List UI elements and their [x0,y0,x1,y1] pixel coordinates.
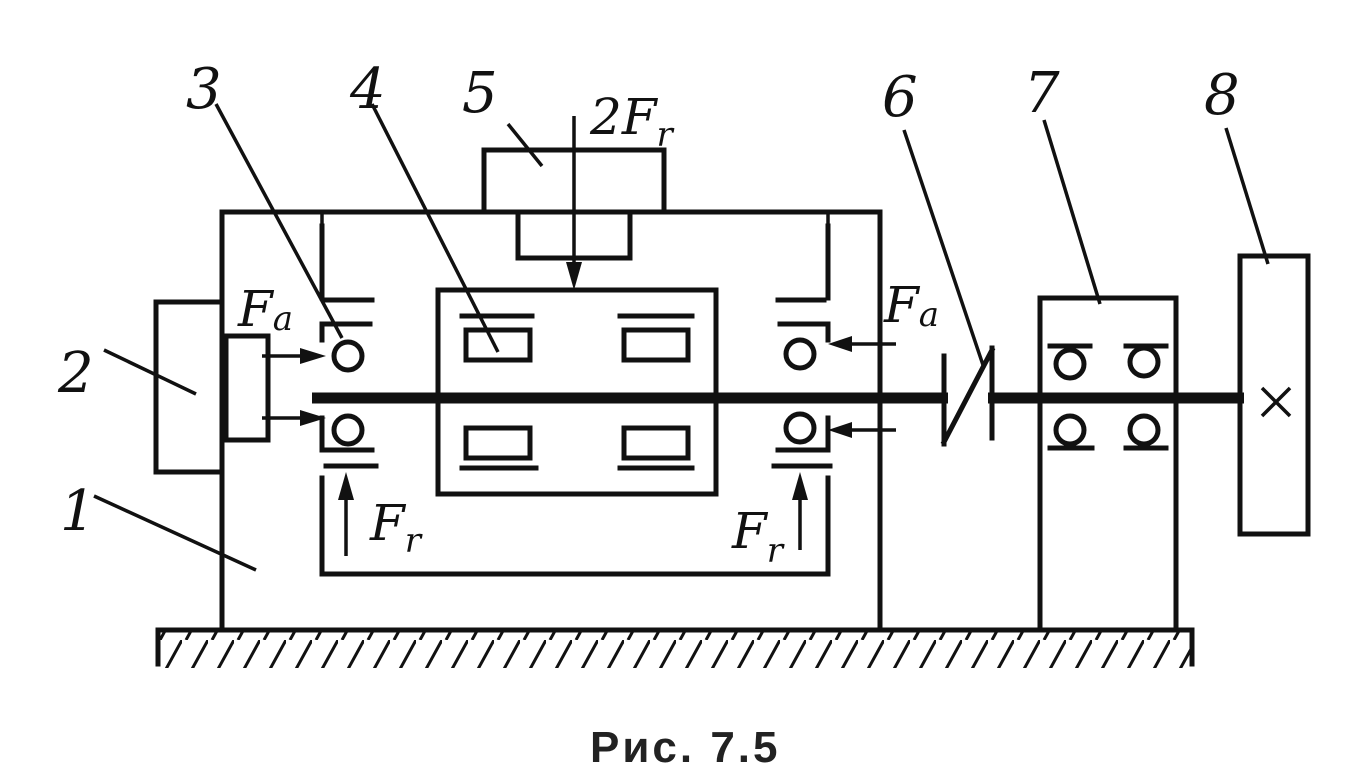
force-label-2fr: 2Fr [589,88,675,155]
figure-caption: Рис. 7.5 [590,723,780,772]
label-test-sleeve: 4 [349,57,386,122]
force-arrows [262,116,896,556]
label-loading-device: 5 [462,61,498,126]
force-labels: 2Fr Fa Fa Fr Fr [237,88,939,571]
test-sleeve [435,287,719,497]
label-housing: 1 [60,479,96,544]
label-bearing-unit: 7 [1024,61,1060,126]
label-support-bearing: 3 [186,57,222,122]
foundation [155,627,1195,668]
coupling [940,345,996,447]
force-label-fr-left: Fr [369,494,423,561]
leader-lines [93,103,1270,572]
label-drive-motor: 2 [57,341,94,406]
part-labels: 1 2 3 4 5 6 7 8 [57,57,1240,544]
brake-unit [1237,253,1311,537]
drive-motor [153,299,271,475]
support-bearing-left [319,297,379,469]
label-brake-unit: 8 [1204,63,1240,128]
support-bearing-right [771,297,833,469]
force-label-fa-left: Fa [237,280,293,339]
label-coupling: 6 [882,65,918,130]
force-label-fa-right: Fa [883,276,939,335]
force-label-fr-right: Fr [731,502,785,571]
bearing-unit [1037,295,1179,633]
